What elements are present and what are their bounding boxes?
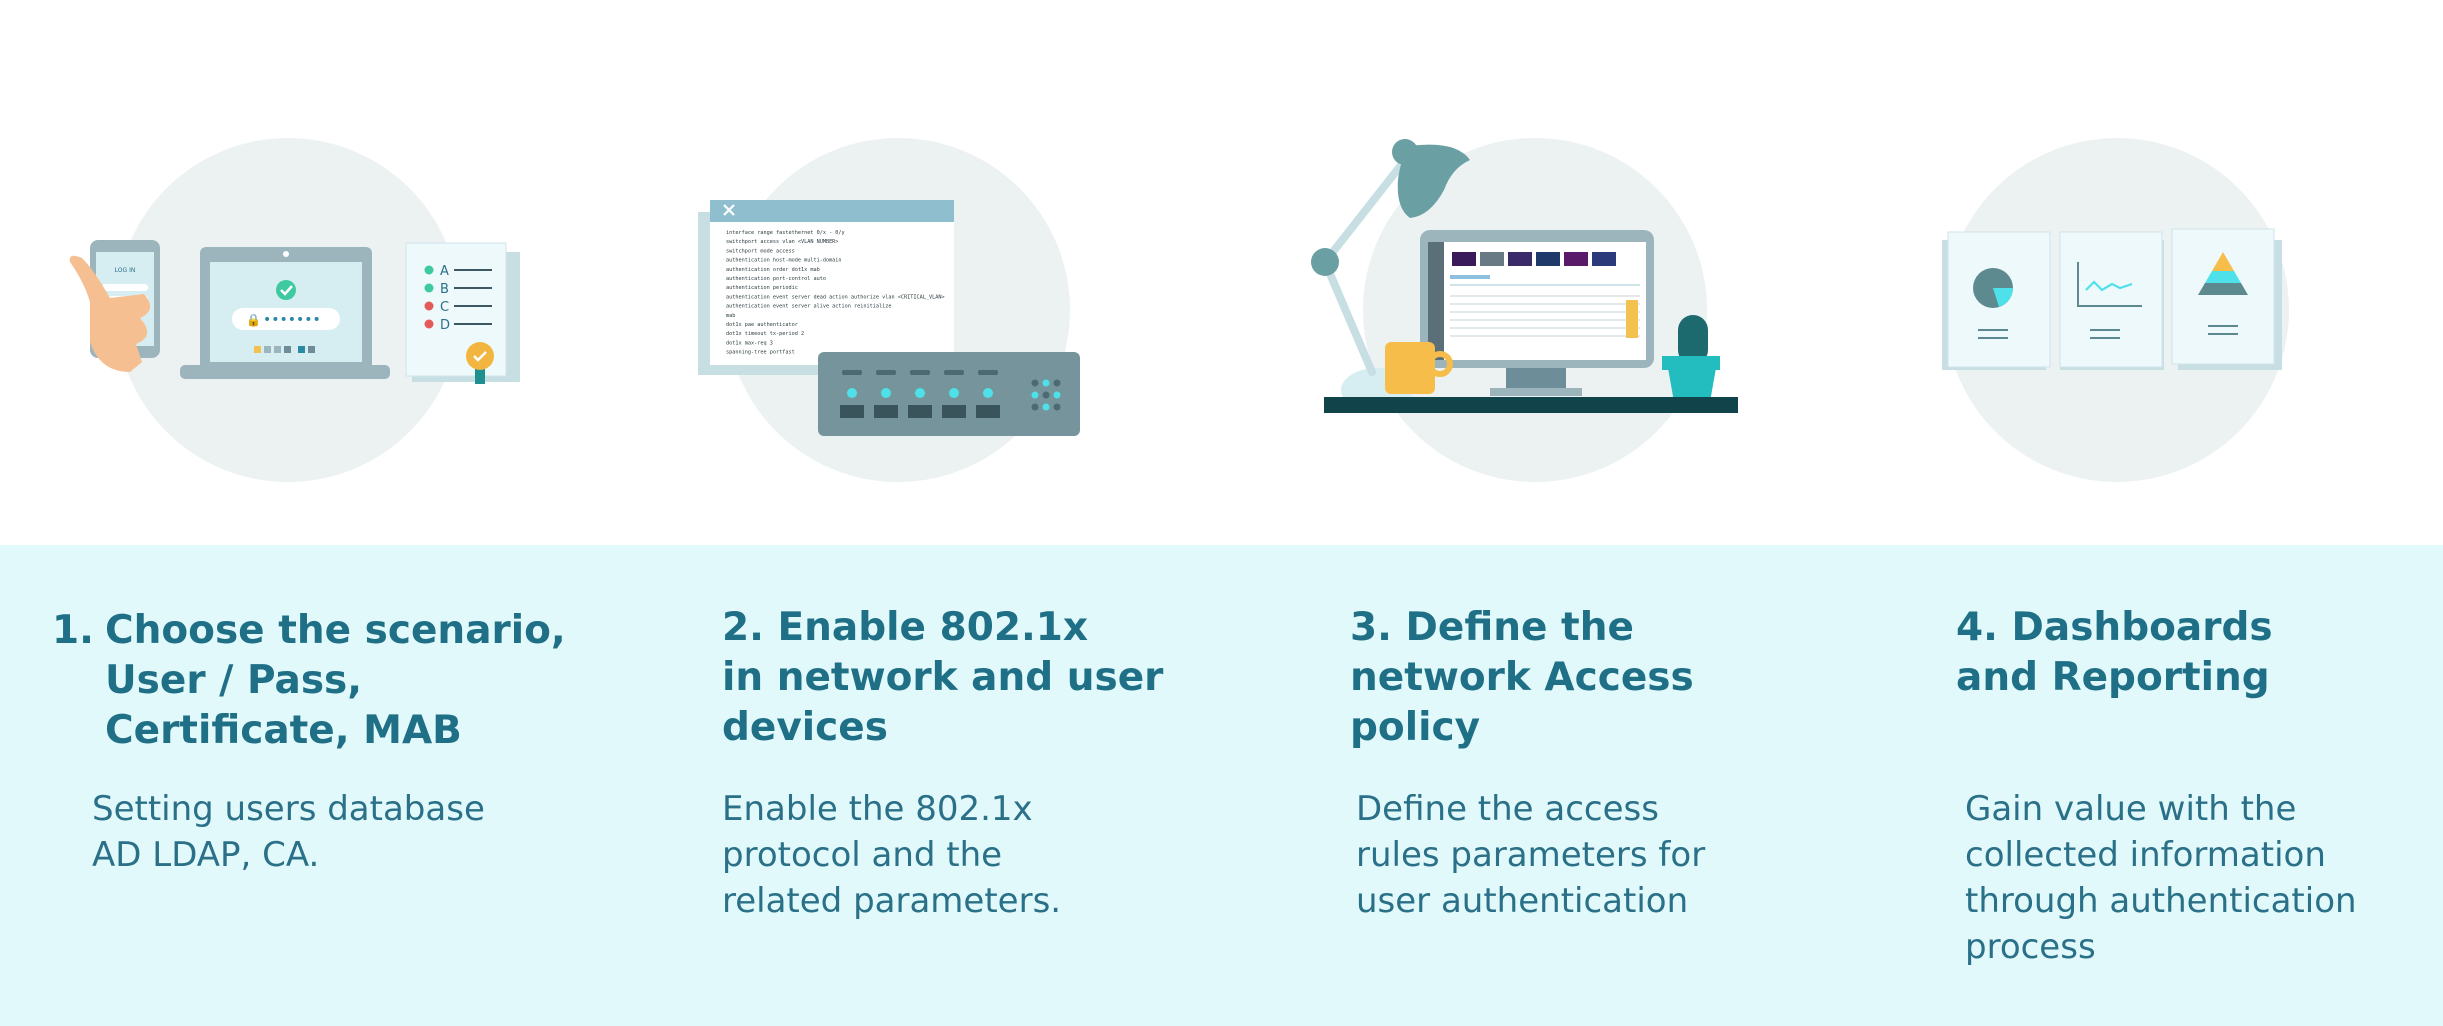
terminal-line: dot1x pae authenticator xyxy=(726,322,798,328)
network-switch-icon xyxy=(818,352,1080,436)
terminal-line: dot1x timeout tx-period 2 xyxy=(726,331,804,337)
terminal-line: authentication event server alive action… xyxy=(726,304,892,310)
terminal-line: authentication periodic xyxy=(726,285,798,291)
terminal-line: authentication port-control auto xyxy=(726,276,826,282)
step-1-title: Choose the scenario, User / Pass, Certif… xyxy=(105,608,566,753)
terminal-line: dot1x max-req 3 xyxy=(726,340,773,346)
line-chart-report-icon xyxy=(2059,231,2164,370)
terminal-window-icon: interface range fastethernet 0/x - 0/y sw… xyxy=(698,200,954,375)
svg-text:C: C xyxy=(440,300,449,315)
svg-text:LOG IN: LOG IN xyxy=(115,267,136,274)
svg-text:B: B xyxy=(440,282,449,297)
svg-text:•••••••: ••••••• xyxy=(263,312,321,328)
smartphone-icon: LOG IN xyxy=(69,240,160,372)
step-4-title: 4. Dashboards and Reporting xyxy=(1956,605,2273,700)
terminal-line: switchport mode access xyxy=(726,248,795,254)
terminal-line: authentication order dot1x mab xyxy=(726,267,820,273)
checklist-certificate-icon: A B C D xyxy=(405,242,520,384)
step-3-title: 3. Define the network Access policy xyxy=(1350,605,1694,750)
step-1-description: Setting users database AD LDAP, CA. xyxy=(92,789,485,875)
step-3-description: Define the access rules parameters for u… xyxy=(1356,789,1706,921)
illustration-step-4 xyxy=(1930,0,2310,545)
monitor-dashboard-icon xyxy=(1420,230,1654,396)
pie-chart-report-icon xyxy=(1942,231,2051,370)
illustrations-area: 🔒 ••••••• LOG IN xyxy=(60,0,2310,545)
cactus-plant-icon xyxy=(1662,315,1720,402)
terminal-line: authentication host-mode multi-domain xyxy=(726,258,842,264)
illustration-step-1: 🔒 ••••••• LOG IN xyxy=(60,0,540,545)
terminal-line: spanning-tree portfast xyxy=(726,350,795,356)
terminal-line: switchport access vlan <VLAN NUMBER> xyxy=(726,239,838,245)
step-2-title: 2. Enable 802.1x in network and user dev… xyxy=(722,605,1164,750)
terminal-line: mab xyxy=(726,313,735,319)
pyramid-chart-report-icon xyxy=(2171,228,2282,370)
svg-text:A: A xyxy=(440,264,449,279)
svg-text:D: D xyxy=(440,318,450,333)
step-1-number: 1. xyxy=(52,608,94,653)
laptop-icon: 🔒 ••••••• xyxy=(180,247,390,379)
terminal-line: authentication event server dead action … xyxy=(726,294,945,300)
svg-text:🔒: 🔒 xyxy=(246,313,261,327)
illustration-step-2: interface range fastethernet 0/x - 0/y sw… xyxy=(690,0,1090,545)
illustration-step-3 xyxy=(1300,0,1750,545)
desk-shelf xyxy=(1324,397,1738,413)
terminal-line: interface range fastethernet 0/x - 0/y xyxy=(726,230,845,236)
steps-panel: 1. Choose the scenario, User / Pass, Cer… xyxy=(0,545,2443,1026)
step-4-description: Gain value with the collected informatio… xyxy=(1965,789,2357,967)
coffee-mug-icon xyxy=(1385,342,1453,394)
step-2-description: Enable the 802.1x protocol and the relat… xyxy=(722,789,1062,921)
